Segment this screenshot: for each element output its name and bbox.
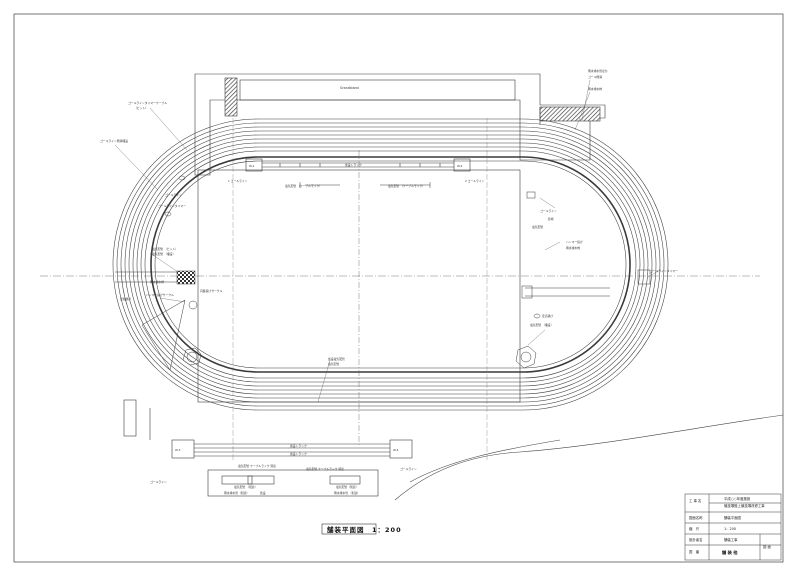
drawing-title: 舗装平面図 1：200	[321, 523, 402, 535]
tb-key-2: 縮 尺	[689, 526, 700, 531]
corner-ne-label: 2 ゴールライン	[465, 179, 485, 183]
box-w-label: W-1	[249, 164, 255, 168]
label-right-1: ゴールライン	[540, 209, 557, 213]
grandstand	[194, 73, 606, 176]
infield	[40, 118, 760, 460]
tb-key-3: 設計者名	[689, 537, 703, 542]
top-conduit	[245, 158, 471, 172]
label-far-right: ゴールラインタイマー	[650, 269, 678, 273]
bottom-mid-label: 仮設トラック	[290, 452, 307, 456]
label-left-1: ゴールライン	[165, 193, 182, 197]
field-conduits	[299, 182, 431, 188]
label-left-4: 電気配管 （埋設）	[152, 252, 175, 256]
tb-val-2: 1：200	[724, 527, 736, 531]
field-top-center-label: 仮設トラック	[345, 163, 362, 167]
tb-key-0: 工 事 名	[689, 498, 701, 503]
box-e-label: W-2	[457, 164, 463, 168]
title-block-text: 工 事 名 平成○○年度施設 競技場陸上競技場改修工事 図面名称 舗装平面図 縮…	[689, 496, 771, 556]
tb-sheet-no: 舗 装 他	[721, 549, 738, 556]
label-right-6: 走高跳び	[542, 314, 553, 318]
bottom-sub-1: 電気配管 （別途）	[234, 485, 257, 489]
tb-val-1: 舗装平面図	[724, 515, 742, 520]
east-crossing	[521, 269, 651, 299]
running-track	[112, 118, 669, 411]
bottom-sub-2: 雨水排水管（別途）	[224, 491, 249, 495]
bottom-top-label: 仮設トラック	[290, 444, 307, 448]
tb-val-0b: 競技場陸上競技場改修工事	[724, 503, 765, 508]
label-right-5: 雨水排水桝	[566, 246, 580, 250]
tb-stamp: 図 面	[763, 544, 771, 549]
site-boundary	[394, 414, 784, 501]
title-block	[684, 493, 782, 561]
label-top-left-a2: （ピット）	[134, 106, 148, 110]
label-top-right-c: 雨水排水桝	[588, 87, 602, 91]
bottom-box-w-label: W-3	[175, 448, 181, 452]
label-top-left-b: ゴールライン側溝埋設	[100, 139, 128, 143]
tb-key-4: 図 番	[689, 549, 700, 554]
label-right-4: ハンマー投げ	[566, 240, 583, 244]
bottom-sub-5: 雨水排水管 （別途）	[334, 491, 360, 495]
bottom-box-e-label: W-4	[393, 448, 399, 452]
bottom-conduit	[123, 399, 413, 497]
label-left-5: 雨水排水桝	[150, 280, 164, 284]
label-top-right-b: ゴール側溝	[588, 75, 602, 79]
tb-key-1: 図面名称	[689, 515, 703, 520]
sheet-border	[13, 13, 784, 563]
throwing-sector-west	[141, 299, 202, 371]
bottom-left-a-label: ゴールライン	[150, 480, 167, 484]
label-field-center: 仮設電気配管	[328, 357, 345, 361]
label-top-left-a: ゴールラインタイマーケーブル	[128, 101, 167, 105]
bottom-right-a-label: ゴールライン	[400, 467, 417, 471]
pit-markers	[164, 175, 541, 319]
leader-lines	[114, 79, 661, 403]
drawing-title-text: 舗装平面図 1：200	[326, 525, 402, 534]
annotation-labels: ゴールラインタイマーケーブル （ピット） ゴールライン側溝埋設 雨水排水管ほか …	[100, 69, 678, 366]
corner-nw-label: 1 ゴールライン	[228, 179, 248, 183]
tb-val-3: 舗装工事	[724, 537, 738, 542]
label-field-center2: 電気配管	[328, 362, 339, 366]
bottom-label-2: 電気配管 ケーブルラック 別途	[306, 467, 344, 471]
label-left-3: 電気配管 （ピット）	[152, 247, 178, 251]
grandstand-label: Grandstand	[340, 86, 359, 90]
tb-val-0a: 平成○○年度施設	[724, 496, 751, 501]
bottom-sub-3: 既設	[260, 491, 266, 495]
label-left-6: ハンマー投げサークル	[146, 293, 174, 297]
label-left-7: 円盤投げサークル	[200, 289, 222, 293]
label-left-8: 走幅跳び	[120, 297, 131, 301]
bottom-label-1: 電気配管 ケーブルラック 別途	[238, 464, 276, 468]
west-crossing	[115, 270, 196, 285]
label-left-2: ゴールラインタイマー	[158, 204, 186, 208]
conduit-e-label: 電気配管 （ケーブルラック）	[388, 184, 425, 188]
label-right-3: 電気配管	[532, 225, 543, 229]
label-right-2: 砂場	[548, 217, 554, 221]
throwing-sector-east	[515, 191, 537, 369]
bottom-sub-4: 電気配管（別途）	[336, 485, 358, 489]
label-top-right-a: 雨水排水管ほか	[588, 69, 608, 73]
conduit-w-label: 電気配管 （ケーブルラック）	[285, 184, 322, 188]
label-right-7: 電気配管 （埋設）	[530, 323, 553, 327]
